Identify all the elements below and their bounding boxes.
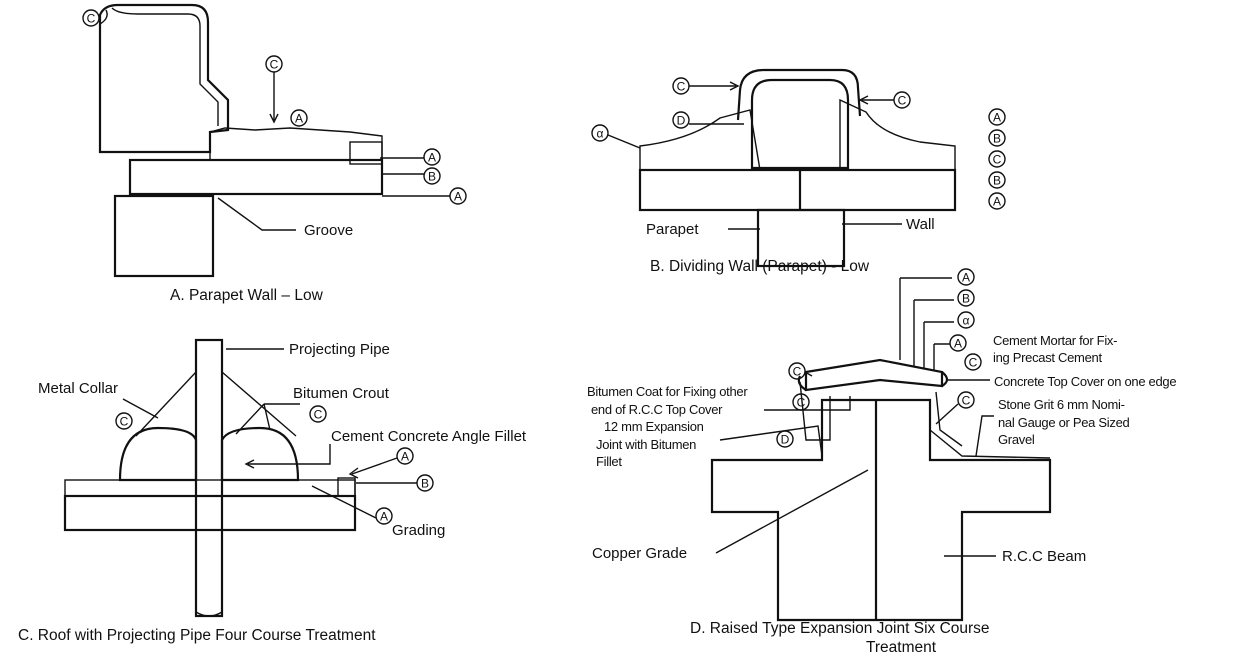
marker-a-1-label: A — [295, 112, 303, 126]
marker-d-c-lower: C — [797, 396, 806, 410]
marker-d-c-grit: C — [962, 394, 971, 408]
label-grit-2: nal Gauge or Pea Sized — [998, 415, 1130, 430]
marker-c-left-label: C — [677, 80, 686, 94]
cap-flashing — [736, 68, 862, 121]
metal-collar — [135, 371, 297, 437]
legend-a-2: A — [993, 195, 1001, 209]
label-copper-grade: Copper Grade — [592, 545, 687, 562]
label-mortar-1: Cement Mortar for Fix- — [993, 333, 1117, 348]
marker-d-c-right: C — [969, 356, 978, 370]
marker-b — [423, 167, 441, 185]
caption-d-1: D. Raised Type Expansion Joint Six Cours… — [690, 620, 990, 637]
marker-c-c-left: C — [120, 415, 129, 429]
marker-d-d: D — [781, 433, 790, 447]
label-joint-3: Fillet — [596, 454, 622, 469]
marker-d-a-mid: A — [954, 337, 962, 351]
label-top-cover: Concrete Top Cover on one edge — [994, 374, 1176, 389]
label-joint-1: 12 mm Expansion — [604, 419, 704, 434]
legend-c: C — [993, 153, 1002, 167]
parapet-wall-upper — [98, 3, 230, 154]
slab-edge-key — [349, 141, 383, 165]
caption-a: A. Parapet Wall – Low — [170, 287, 324, 304]
marker-d-alpha: α — [963, 314, 970, 328]
label-metal-collar: Metal Collar — [38, 380, 118, 397]
legend-a-1: A — [993, 111, 1001, 125]
fill-left — [639, 109, 761, 171]
panel-b: C C D α A B C B A Parapet Wall B. Di — [591, 68, 1006, 275]
label-joint-2: Joint with Bitumen — [596, 437, 696, 452]
label-bitumen-2: end of R.C.C Top Cover — [591, 402, 723, 417]
roof-slab — [128, 158, 384, 196]
label-rcc-beam: R.C.C Beam — [1002, 548, 1086, 565]
lower-wall — [756, 208, 846, 268]
marker-a-3 — [449, 187, 467, 205]
marker-d — [672, 111, 690, 129]
label-grit-1: Stone Grit 6 mm Nomi- — [998, 397, 1125, 412]
fill-right — [839, 98, 956, 171]
marker-a-2-label: A — [428, 151, 436, 165]
marker-c-c-right: C — [314, 408, 323, 422]
panel-d: A B α A C Cement Mortar for Fix- ing Pre… — [587, 268, 1177, 656]
marker-b-label: B — [428, 170, 436, 184]
caption-d-2: Treatment — [866, 639, 937, 656]
marker-alpha — [591, 124, 609, 142]
marker-d-c-left: C — [793, 365, 802, 379]
marker-c-a-2: A — [380, 510, 388, 524]
precast-top-cover — [804, 358, 944, 392]
marker-c-top-label: C — [87, 12, 96, 26]
legend-column: A B C B A — [988, 108, 1006, 210]
caption-b: B. Dividing Wall (Parapet) - Low — [650, 258, 870, 275]
label-groove: Groove — [304, 222, 353, 239]
marker-d-b: B — [962, 292, 970, 306]
marker-c-mid-label: C — [270, 58, 279, 72]
bitumen-collar-right — [220, 426, 300, 482]
label-cement-fillet: Cement Concrete Angle Fillet — [331, 428, 527, 445]
label-bitumen-1: Bitumen Coat for Fixing other — [587, 384, 748, 399]
leader-groove — [217, 197, 296, 231]
panel-a: C C A A B A Groove A. Parapet Wall – Low — [82, 3, 467, 304]
projecting-pipe — [194, 338, 224, 618]
bitumen-collar-left — [118, 426, 198, 482]
marker-d-a-top: A — [962, 271, 970, 285]
label-grading: Grading — [392, 522, 445, 539]
label-bitumen-crout: Bitumen Crout — [293, 385, 390, 402]
flashing-layer — [111, 7, 219, 126]
parapet-wall-lower — [113, 194, 215, 278]
grading-layer — [64, 479, 356, 497]
marker-a-3-label: A — [454, 190, 462, 204]
marker-a-1 — [290, 109, 308, 127]
label-grit-3: Gravel — [998, 432, 1035, 447]
caption-c: C. Roof with Projecting Pipe Four Course… — [18, 627, 376, 644]
legend-b-1: B — [993, 132, 1001, 146]
roof-slab-c — [63, 494, 357, 532]
grit-layer — [209, 127, 383, 161]
label-projecting-pipe: Projecting Pipe — [289, 341, 390, 358]
marker-c-top — [82, 9, 100, 27]
label-parapet: Parapet — [646, 221, 699, 238]
arrow-c-top — [99, 9, 108, 25]
dividing-slab — [638, 168, 957, 212]
parapet-block — [750, 78, 850, 170]
marker-c-a-1: A — [401, 450, 409, 464]
marker-alpha-label: α — [597, 127, 604, 141]
marker-c-right-label: C — [898, 94, 907, 108]
label-mortar-2: ing Precast Cement — [993, 350, 1102, 365]
marker-a-2 — [423, 148, 441, 166]
legend-b-2: B — [993, 174, 1001, 188]
panel-c: Projecting Pipe Metal Collar Bitumen Cro… — [18, 338, 527, 644]
label-wall: Wall — [906, 216, 935, 233]
marker-c-b: B — [421, 477, 429, 491]
rcc-beam — [710, 398, 1052, 622]
marker-d-label: D — [677, 114, 686, 128]
